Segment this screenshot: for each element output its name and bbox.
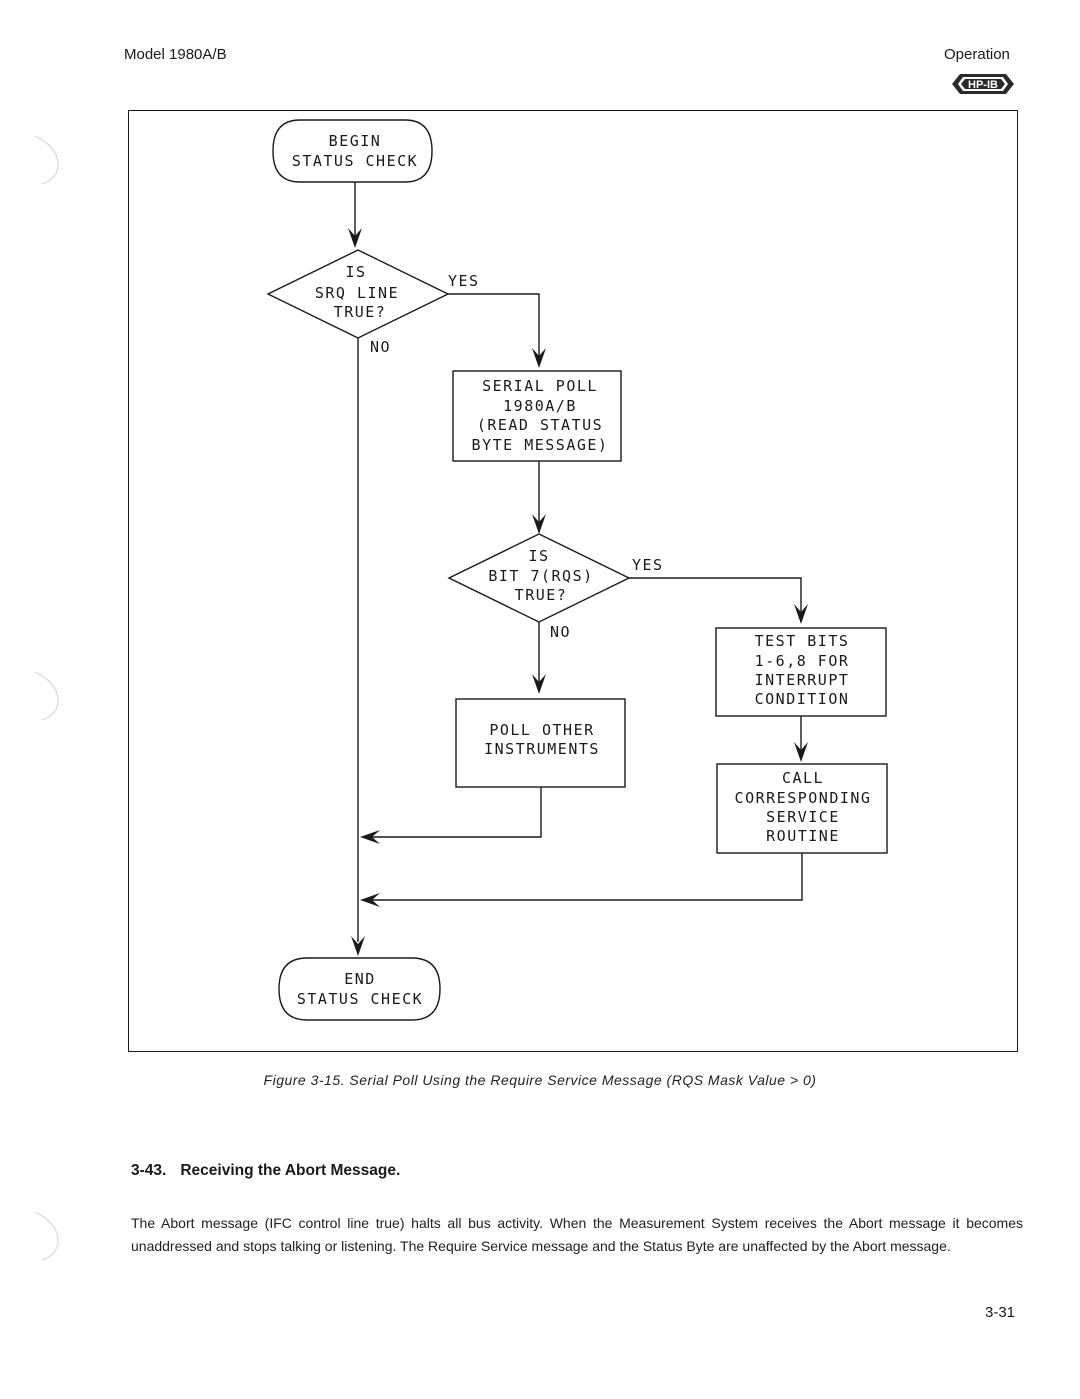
binding-hole-mark [34, 671, 59, 721]
poll-other-box: POLL OTHER INSTRUMENTS [455, 698, 626, 788]
poll-other-line-2: INSTRUMENTS [484, 740, 600, 758]
decision-srq-line: IS SRQ LINE TRUE? [266, 249, 450, 339]
serial-poll-line-4: BYTE MESSAGE) [472, 436, 609, 454]
decision-srq-line-3: TRUE? [334, 303, 387, 321]
page-number: 3-31 [985, 1304, 1016, 1321]
decision-bit7-line-2: BIT 7(RQS) [488, 567, 593, 585]
hpib-badge-text: HP-IB [968, 79, 998, 91]
test-bits-line-4: CONDITION [755, 690, 850, 708]
serial-poll-box: SERIAL POLL 1980A/B (READ STATUS BYTE ME… [452, 370, 622, 462]
connector-poll-other-return [366, 787, 542, 838]
decision-bit7-line-3: TRUE? [515, 586, 568, 604]
connector-srq-yes [448, 293, 540, 362]
body-paragraph: The Abort message (IFC control line true… [131, 1215, 1023, 1254]
serial-poll-line-2: 1980A/B [503, 397, 577, 415]
test-bits-box: TEST BITS 1-6,8 FOR INTERRUPT CONDITION [715, 627, 887, 717]
header-model: Model 1980A/B [124, 46, 227, 63]
arrow-left-icon [360, 830, 380, 844]
arrow-down-icon [348, 228, 362, 248]
header-section: Operation [944, 46, 1010, 63]
begin-line-2: STATUS CHECK [292, 152, 418, 170]
test-bits-line-3: INTERRUPT [755, 671, 850, 689]
figure-caption: Figure 3-15. Serial Poll Using the Requi… [263, 1072, 817, 1088]
decision-bit7-line-1: IS [528, 547, 549, 565]
arrow-down-icon [532, 674, 546, 694]
arrow-down-icon [794, 742, 808, 762]
flowchart: BEGIN STATUS CHECK IS SRQ LINE TRUE? YES… [266, 119, 888, 1021]
call-service-box: CALL CORRESPONDING SERVICE ROUTINE [716, 763, 888, 854]
section-title: Receiving the Abort Message. [180, 1162, 401, 1179]
hpib-logo-icon: HP-IB [952, 74, 1014, 94]
arrow-down-icon [532, 514, 546, 534]
decision-srq-line-2: SRQ LINE [315, 284, 399, 302]
call-service-line-4: ROUTINE [766, 827, 840, 845]
decision-srq-line-1: IS [345, 263, 366, 281]
section-number: 3-43. [131, 1162, 167, 1179]
connector-bit7-yes [629, 577, 802, 618]
arrow-down-icon [794, 604, 808, 624]
end-line-1: END [344, 970, 376, 988]
decision-bit7: IS BIT 7(RQS) TRUE? [447, 533, 631, 623]
arrow-down-icon [532, 348, 546, 368]
call-service-line-2: CORRESPONDING [735, 789, 872, 807]
call-service-line-3: SERVICE [766, 808, 840, 826]
call-service-line-1: CALL [782, 769, 824, 787]
test-bits-line-1: TEST BITS [755, 632, 850, 650]
arrow-left-icon [360, 893, 380, 907]
no-label-bit7: NO [550, 623, 571, 641]
yes-label-srq: YES [448, 272, 480, 290]
arrow-down-icon [351, 936, 365, 956]
connector-call-return [366, 853, 803, 901]
end-line-2: STATUS CHECK [297, 990, 423, 1008]
end-terminal: END STATUS CHECK [278, 957, 441, 1021]
test-bits-line-2: 1-6,8 FOR [755, 652, 850, 670]
binding-hole-mark [34, 1211, 59, 1261]
yes-label-bit7: YES [632, 556, 664, 574]
poll-other-line-1: POLL OTHER [489, 721, 594, 739]
no-label-srq: NO [370, 338, 391, 356]
section-heading: 3-43. Receiving the Abort Message. [131, 1162, 400, 1180]
begin-line-1: BEGIN [329, 132, 382, 150]
figure-frame [128, 110, 1018, 1052]
serial-poll-line-1: SERIAL POLL [482, 377, 598, 395]
begin-terminal: BEGIN STATUS CHECK [272, 119, 433, 183]
serial-poll-line-3: (READ STATUS [477, 416, 603, 434]
binding-hole-mark [34, 135, 59, 185]
